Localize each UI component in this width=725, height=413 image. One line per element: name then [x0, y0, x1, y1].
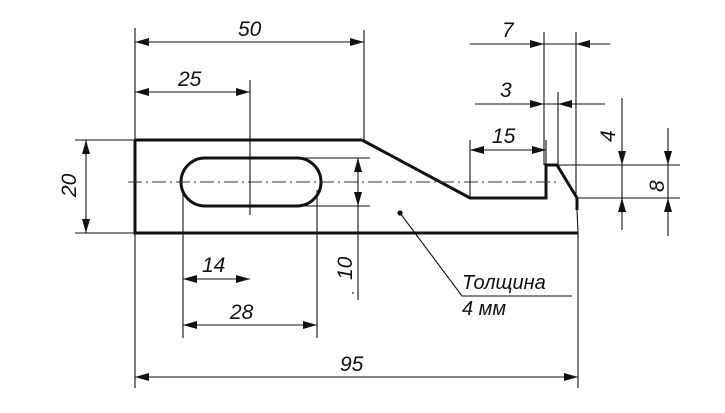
- dim-20: [75, 139, 135, 234]
- dim-8-label: 8: [646, 180, 669, 192]
- dim-3-label: 3: [500, 79, 512, 102]
- dim-28-label: 28: [229, 301, 254, 324]
- dim-10: [297, 157, 370, 300]
- dim-50: [134, 28, 365, 140]
- dim-25-label: 25: [177, 68, 202, 91]
- dim-95-label: 95: [340, 353, 364, 376]
- dim-25: [135, 80, 251, 215]
- dim-10-label: 10: [334, 256, 357, 280]
- stray-mark: [352, 292, 354, 294]
- dim-8: [557, 128, 680, 236]
- thickness-note-line1: Толщина: [462, 272, 546, 294]
- dim-7-label: 7: [502, 19, 515, 42]
- dim-14: [182, 190, 250, 338]
- dim-15-label: 15: [492, 125, 516, 148]
- dim-4: [557, 98, 635, 230]
- dim-14-label: 14: [202, 254, 225, 277]
- dim-3: [475, 92, 605, 165]
- dim-95: [134, 233, 579, 388]
- dim-4-label: 4: [597, 130, 620, 142]
- dim-20-label: 20: [58, 173, 81, 198]
- dim-15: [469, 140, 547, 198]
- dim-50-label: 50: [238, 18, 262, 41]
- dim-7: [470, 32, 610, 200]
- thickness-note-line2: 4 мм: [462, 298, 506, 320]
- part-outline: [133, 138, 579, 235]
- thickness-leader: [397, 210, 572, 297]
- dim-28: [183, 190, 318, 338]
